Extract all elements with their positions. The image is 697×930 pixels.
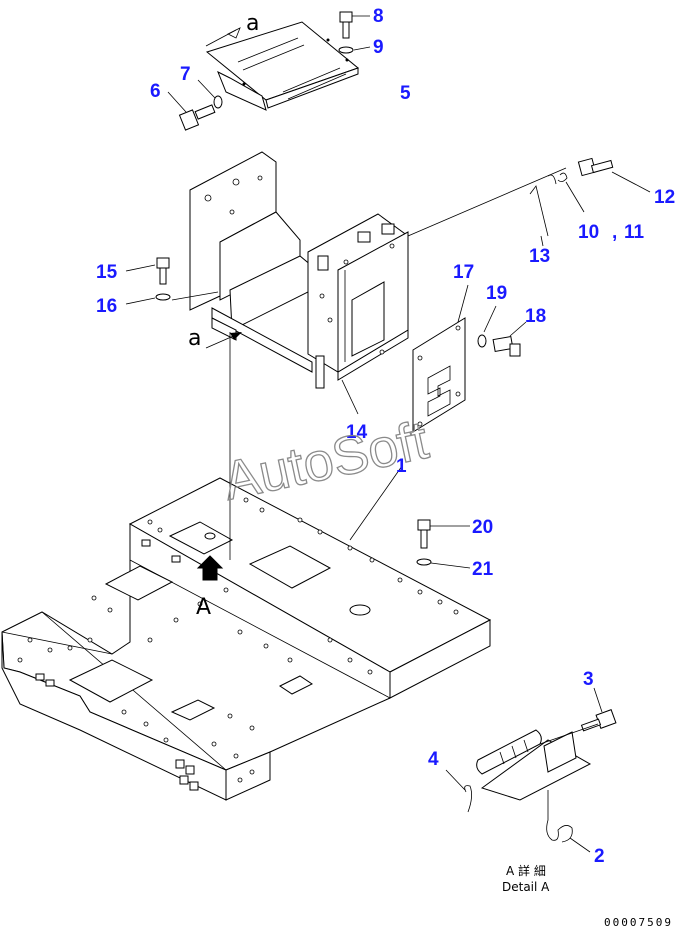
callout-comma: , (612, 222, 617, 243)
callout-13: 13 (529, 246, 550, 267)
callout-12: 12 (654, 187, 675, 208)
callout-8: 8 (373, 6, 384, 27)
bolt-6 (167, 79, 223, 131)
callout-17: 17 (453, 262, 474, 283)
callout-11: 11 (624, 222, 645, 243)
base-frame (1, 332, 492, 801)
cover-plate-17 (412, 284, 527, 433)
callout-6: 6 (150, 81, 161, 102)
bolt-15 (125, 257, 171, 305)
bolt-8 (338, 11, 371, 54)
detail-label-en: Detail A (502, 880, 550, 894)
bolt-12 (529, 157, 651, 247)
cover-plate (205, 21, 360, 111)
detail-label-jp: A 詳 細 (506, 863, 546, 878)
view-ref-A: A (196, 595, 211, 620)
drawing-number: 00007509 (604, 916, 673, 929)
callout-9: 9 (373, 37, 384, 58)
callout-14: 14 (346, 422, 368, 443)
view-ref-a-upper: a (246, 11, 259, 36)
callout-19: 19 (486, 283, 507, 304)
frame-holes (17, 497, 459, 783)
callout-20: 20 (472, 517, 493, 538)
callout-10: 10 (578, 222, 599, 243)
callout-1: 1 (396, 456, 407, 477)
callout-15: 15 (96, 262, 118, 283)
callout-18: 18 (525, 306, 546, 327)
view-ref-a-lower: a (188, 326, 201, 351)
callout-7: 7 (180, 64, 191, 85)
callout-3: 3 (583, 669, 594, 690)
callout-21: 21 (472, 559, 494, 580)
callout-4: 4 (428, 749, 439, 770)
mounting-frame (189, 151, 409, 415)
watermark: AutoSoft (218, 410, 433, 512)
view-arrow-A (196, 555, 224, 581)
detail-a-hinge (445, 687, 617, 853)
callout-16: 16 (96, 296, 117, 317)
callout-5: 5 (400, 83, 411, 104)
bolt-20 (416, 519, 471, 569)
callouts: 1 2 3 4 5 6 7 8 9 10 , 11 12 13 14 15 16… (96, 6, 675, 867)
callout-2: 2 (594, 846, 605, 867)
